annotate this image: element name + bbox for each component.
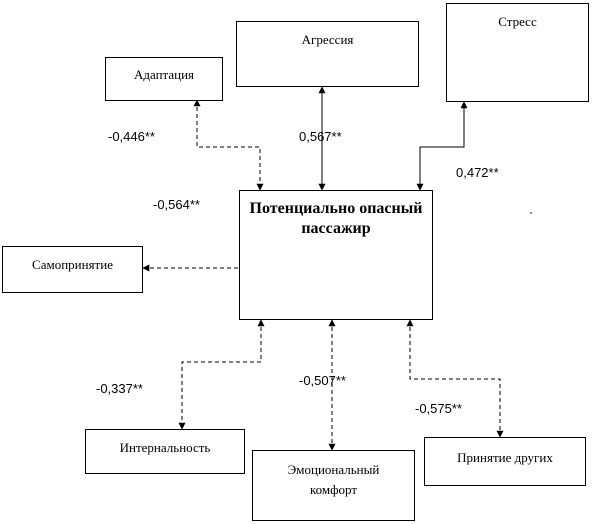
connector-adaptation bbox=[193, 99, 264, 191]
connector-internality bbox=[178, 319, 265, 430]
node-aggression-label: Агрессия bbox=[301, 32, 354, 47]
coef-adaptation: -0,446** bbox=[108, 129, 155, 144]
node-acceptance-of-others-label: Принятие других bbox=[457, 450, 553, 465]
node-adaptation: Адаптация bbox=[105, 57, 223, 101]
node-acceptance-of-others: Принятие других bbox=[424, 437, 586, 486]
node-emotional-comfort-label: Эмоциональный комфорт bbox=[287, 462, 380, 497]
coef-acceptance-of-others: -0,575** bbox=[415, 401, 462, 416]
node-stress: Стресс bbox=[446, 3, 589, 102]
node-central: Потенциально опасный пассажир bbox=[239, 190, 433, 320]
coef-aggression: 0,567** bbox=[299, 129, 342, 144]
coef-stress: 0,472** bbox=[456, 165, 499, 180]
stray-dot bbox=[530, 212, 532, 214]
connector-stress bbox=[416, 101, 468, 191]
coef-internality: -0,337** bbox=[96, 381, 143, 396]
node-adaptation-label: Адаптация bbox=[133, 67, 195, 82]
node-aggression: Агрессия bbox=[236, 21, 419, 87]
node-emotional-comfort: Эмоциональный комфорт bbox=[252, 450, 415, 521]
coef-self-acceptance: -0,564** bbox=[153, 197, 200, 212]
node-central-label: Потенциально опасный пассажир bbox=[249, 200, 423, 237]
node-self-acceptance-label: Самопринятие bbox=[32, 257, 113, 272]
coef-emotional-comfort: -0,507** bbox=[299, 373, 346, 388]
node-internality-label: Интернальность bbox=[119, 440, 211, 455]
node-self-acceptance: Самопринятие bbox=[2, 246, 143, 293]
node-stress-label: Стресс bbox=[498, 14, 537, 29]
connector-acceptance-of-others bbox=[406, 319, 504, 438]
node-internality: Интернальность bbox=[85, 429, 245, 474]
